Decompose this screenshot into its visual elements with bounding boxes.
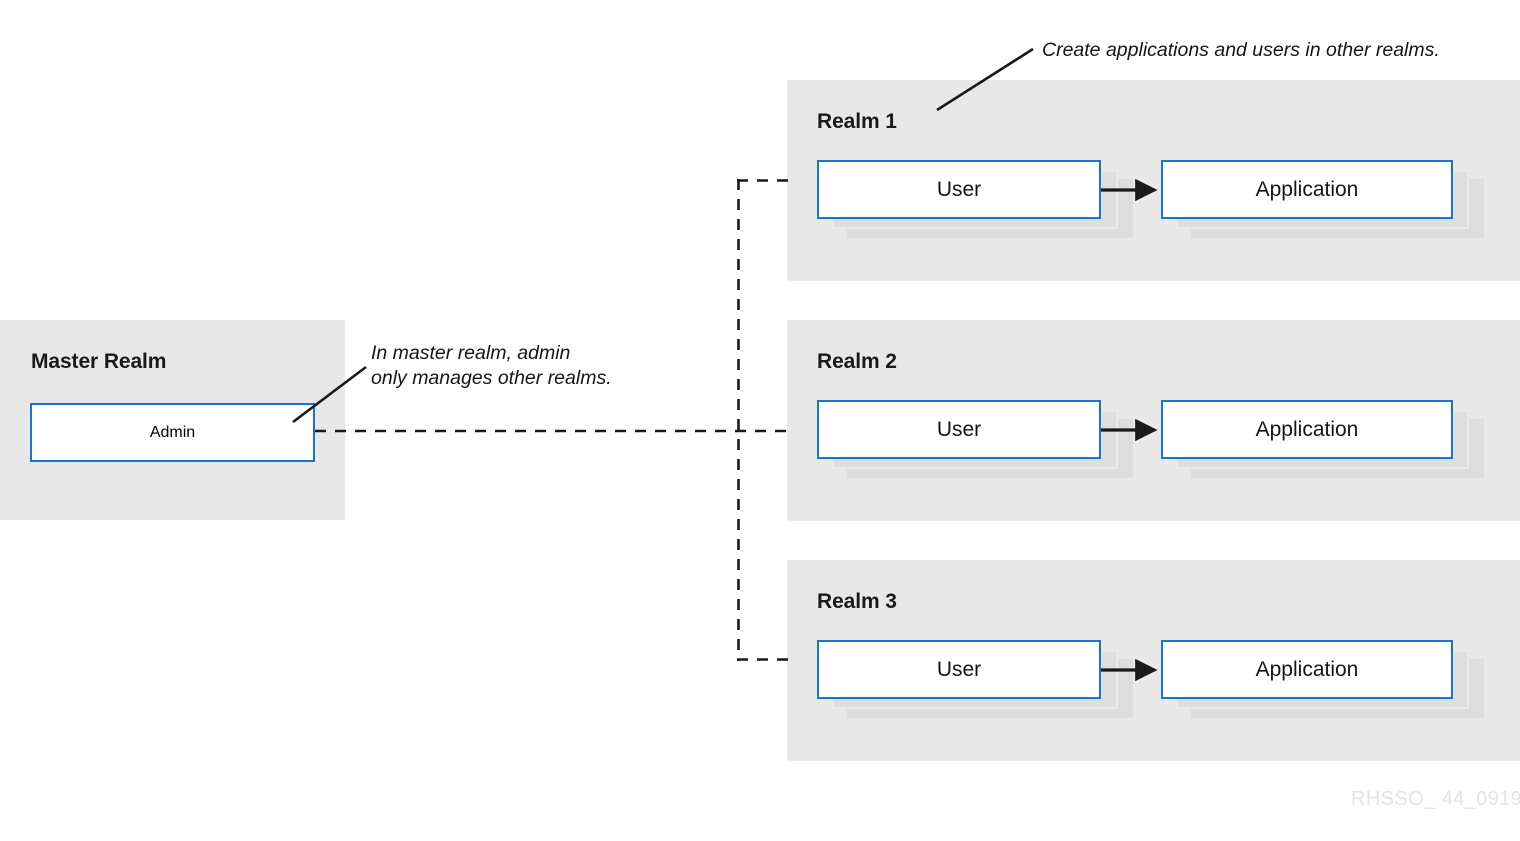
realm-2-title: Realm 2 bbox=[817, 350, 897, 373]
card-front[interactable]: Application bbox=[1161, 640, 1453, 699]
realm-3-user-node[interactable]: User bbox=[817, 640, 1133, 718]
realm-3-title: Realm 3 bbox=[817, 590, 897, 613]
card-front[interactable]: User bbox=[817, 640, 1101, 699]
realm-2-user-node[interactable]: User bbox=[817, 400, 1133, 478]
realm-2-application-label: Application bbox=[1255, 418, 1359, 441]
realm-3-user-label: User bbox=[936, 658, 982, 681]
realm-2-application-node[interactable]: Application bbox=[1161, 400, 1486, 478]
card-front[interactable]: Application bbox=[1161, 400, 1453, 459]
realm-1-user-node[interactable]: User bbox=[817, 160, 1133, 238]
admin-node-label: Admin bbox=[149, 423, 196, 441]
realm-1-application-node[interactable]: Application bbox=[1161, 160, 1486, 238]
admin-manages-note-text: In master realm, admin only manages othe… bbox=[371, 342, 612, 389]
realm-2-user-label: User bbox=[936, 418, 982, 441]
card-front[interactable]: User bbox=[817, 160, 1101, 219]
watermark-label: RHSSO_ 44_0919 bbox=[1351, 788, 1520, 810]
realm-3-application-node[interactable]: Application bbox=[1161, 640, 1486, 718]
realm-3-application-label: Application bbox=[1255, 658, 1359, 681]
realm-1-title: Realm 1 bbox=[817, 110, 897, 133]
realm-1-application-label: Application bbox=[1255, 178, 1359, 201]
create-apps-note-text: Create applications and users in other r… bbox=[1042, 39, 1440, 61]
card-front[interactable]: Application bbox=[1161, 160, 1453, 219]
master-realm-title: Master Realm bbox=[31, 350, 167, 373]
realm-1-user-label: User bbox=[936, 178, 982, 201]
admin-node[interactable]: Admin bbox=[30, 403, 315, 462]
card-front[interactable]: User bbox=[817, 400, 1101, 459]
